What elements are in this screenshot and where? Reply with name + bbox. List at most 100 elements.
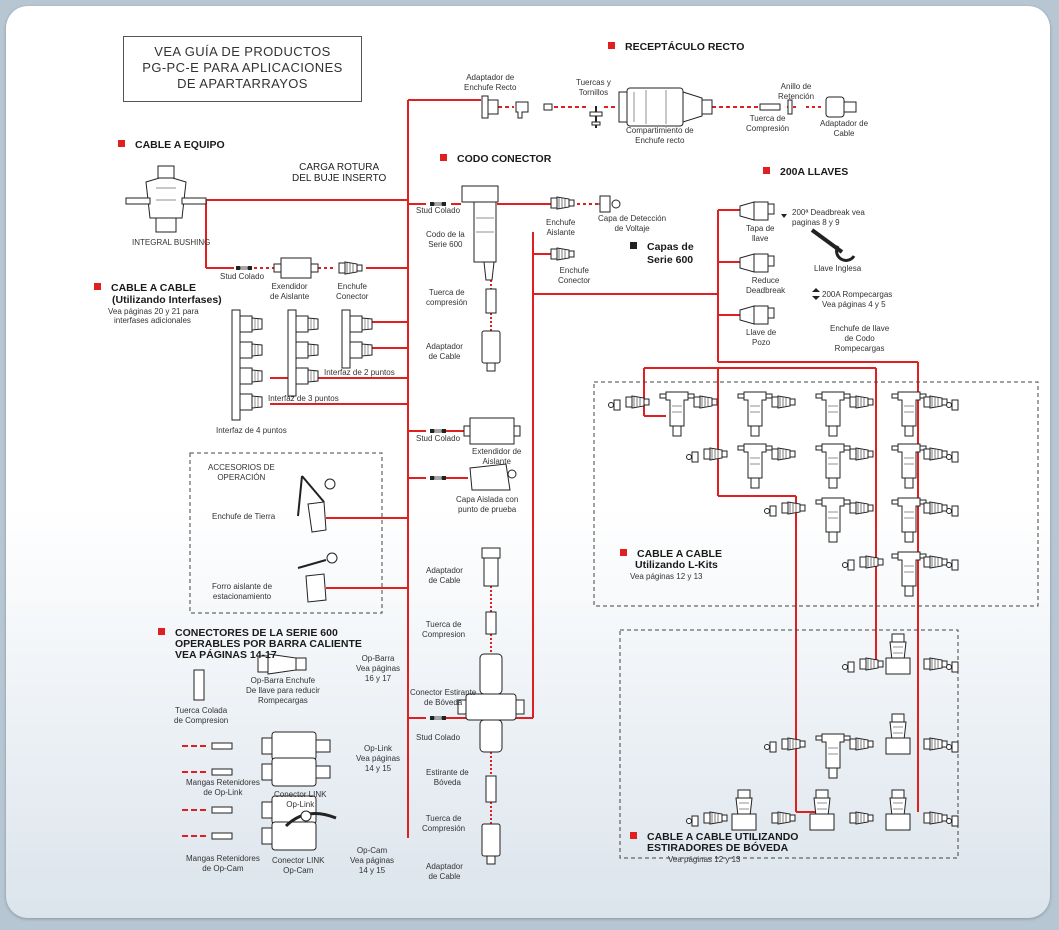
exendidor-icon [274, 258, 318, 278]
llave-pozo-icon [740, 306, 774, 324]
heading-cable-cable: CABLE A CABLE [94, 282, 196, 294]
label-exendidor: Exendidorde Aislante [270, 282, 309, 302]
capa-deteccion-icon [598, 196, 620, 212]
tuerca-colada-icon [194, 670, 204, 700]
tuercas-icon [590, 106, 602, 128]
updown-arrow-icon [812, 288, 820, 300]
cable-cable-note-2: interfases adicionales [114, 316, 191, 326]
interfaz-3-icon [288, 310, 318, 396]
label-enchufe-conector2: EnchufeConector [336, 282, 368, 302]
lkits-note: Vea páginas 12 y 13 [630, 572, 703, 582]
enchufe-conector2-icon [339, 262, 362, 274]
label-tapa-llave: Tapa dellave [746, 224, 774, 244]
estiradores-note: Vea páginas 12 y 13 [668, 855, 741, 865]
adaptador-cable-top-icon [826, 97, 856, 117]
guide-line-3: DE APARTARRAYOS [124, 76, 361, 92]
heading-codo: CODO CONECTOR [440, 153, 551, 165]
tuerca-icon [486, 289, 496, 313]
tuerca-compresion3-icon [486, 776, 496, 802]
heading-receptaculo: RECEPTÁCULO RECTO [608, 41, 744, 53]
integral-bushing-icon [126, 166, 206, 232]
wrench-icon [812, 230, 854, 260]
heading-cable-equipo: CABLE A EQUIPO [118, 139, 225, 151]
estirador-row-2 [765, 714, 959, 778]
stud-colado-2-icon [236, 266, 252, 270]
enchufe-aislante-icon [551, 197, 574, 209]
label-enchufe-tierra: Enchufe de Tierra [212, 512, 275, 522]
forro-icon [298, 553, 337, 602]
label-estirante: Estirante deBóveda [426, 768, 469, 788]
lkit-row-3 [765, 498, 959, 542]
heading-cable-cable-2: (Utilizando Interfases) [112, 294, 222, 306]
adaptador-cable-bot-icon [482, 824, 500, 864]
label-interfaz2: Interfaz de 2 puntos [324, 368, 395, 378]
label-stud-4: Stud Colado [416, 733, 460, 743]
stud-colado-3-icon [430, 429, 446, 433]
label-enchufe-aislante: EnchufeAislante [546, 218, 575, 238]
stud-colado-5-icon [430, 716, 446, 720]
compartimiento-icon [619, 88, 712, 126]
heading-llaves: 200A LLAVES [763, 166, 848, 178]
guide-box: VEA GUÍA DE PRODUCTOS PG-PC-E PARA APLIC… [123, 36, 362, 102]
label-opbarra: Op-BarraVea páginas16 y 17 [356, 654, 400, 684]
interfaz-2-icon [342, 310, 372, 368]
label-stud-2: Stud Colado [220, 272, 264, 282]
tuerca-compresion2-icon [486, 612, 496, 634]
stud-colado-4-icon [430, 476, 446, 480]
label-stud-3: Stud Colado [416, 434, 460, 444]
adaptador-enchufe-icon [482, 96, 552, 118]
lkit-row-4 [843, 552, 959, 596]
reduce-deadbreak-icon [740, 254, 774, 272]
label-integral-bushing: INTEGRAL BUSHING [132, 238, 210, 248]
heading-capas-2: Serie 600 [647, 254, 693, 266]
interfaz-4-icon [232, 310, 262, 420]
adaptador-cable-mid-icon [482, 331, 500, 371]
diagram-panel: VEA GUÍA DE PRODUCTOS PG-PC-E PARA APLIC… [6, 6, 1050, 918]
heading-conectores-3: VEA PÁGINAS 14-17 [175, 649, 277, 661]
guide-line-1: VEA GUÍA DE PRODUCTOS [124, 44, 361, 60]
label-interfaz4: Interfaz de 4 puntos [216, 426, 287, 436]
arrow-down-icon [781, 214, 787, 218]
tapa-llave-icon [740, 202, 774, 220]
label-carga: CARGA ROTURADEL BUJE INSERTO [292, 162, 386, 184]
heading-capas: Capas de [630, 241, 694, 253]
heading-lkits-2: Utilizando L-Kits [635, 559, 718, 571]
estirador-row-1 [843, 634, 959, 674]
label-stud-1: Stud Colado [416, 206, 460, 216]
guide-line-2: PG-PC-E PARA APLICACIONES [124, 60, 361, 76]
adaptador-cable-low-icon [482, 548, 500, 586]
enchufe-tierra-icon [298, 476, 335, 532]
lkit-row-1 [609, 392, 959, 436]
extendidor-icon [464, 418, 520, 444]
